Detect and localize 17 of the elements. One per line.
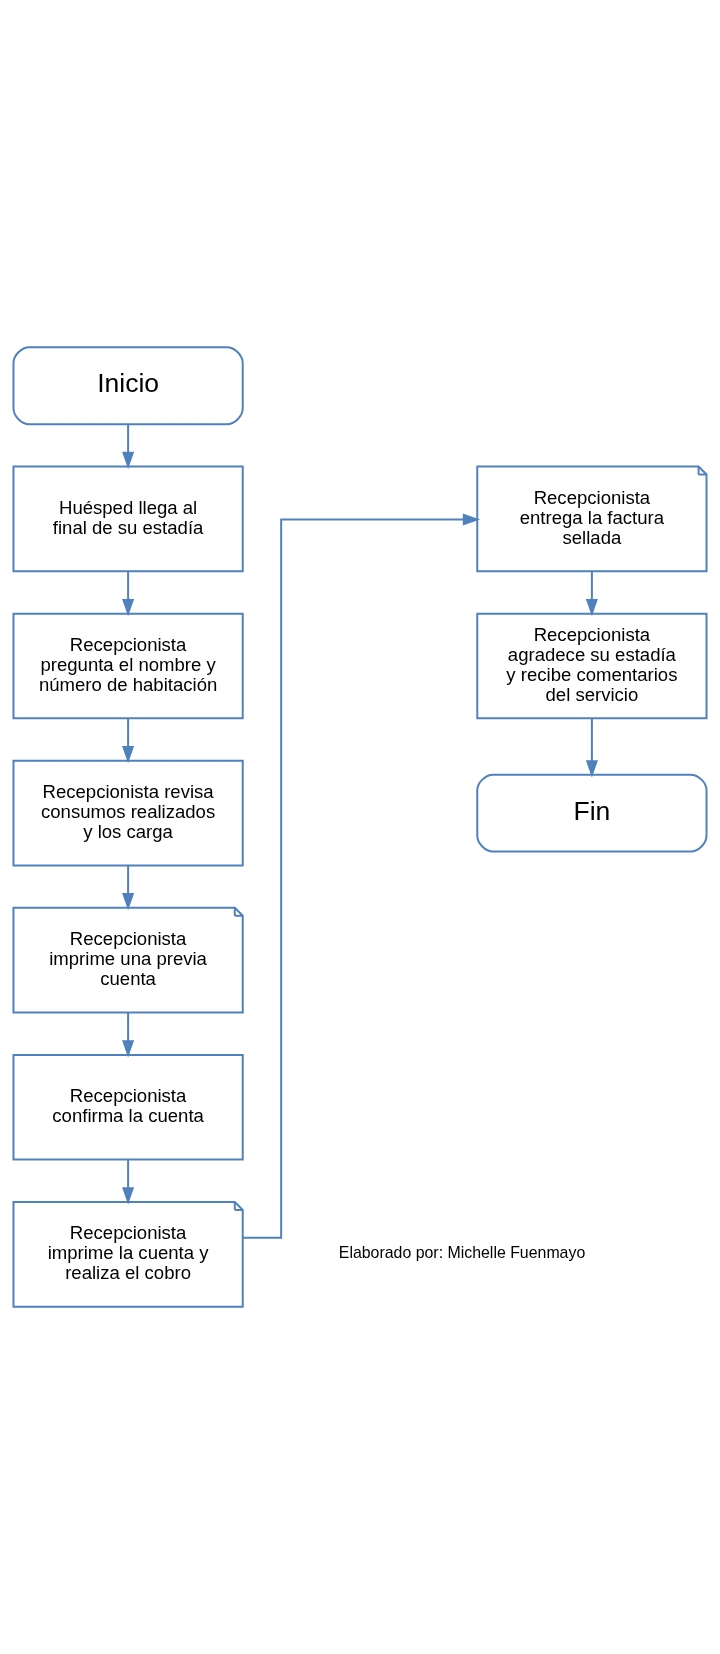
node-box: Recepcionista agradece su estadía y recibe comentarios del servicio (476, 612, 708, 720)
arrow (122, 1011, 135, 1058)
node-box: Inicio (12, 346, 244, 426)
arrow (122, 717, 135, 764)
arrow (585, 717, 598, 778)
arrow (241, 513, 481, 1239)
node-box: Fin (476, 773, 708, 853)
node-box: Huésped llega al final de su estadía (12, 465, 244, 573)
arrow (122, 570, 135, 617)
node-box: Recepcionista revisa consumos realizados y los carga (12, 759, 244, 867)
arrow (122, 423, 135, 470)
arrow (585, 570, 598, 617)
label: Elaborado por: Michelle Fuenmayo (338, 1244, 586, 1262)
arrow (122, 1158, 135, 1205)
arrow (122, 864, 135, 911)
node-box: Recepcionista confirma la cuenta (12, 1053, 244, 1161)
node-box: Recepcionista pregunta el nombre y número de habitación (12, 612, 244, 720)
